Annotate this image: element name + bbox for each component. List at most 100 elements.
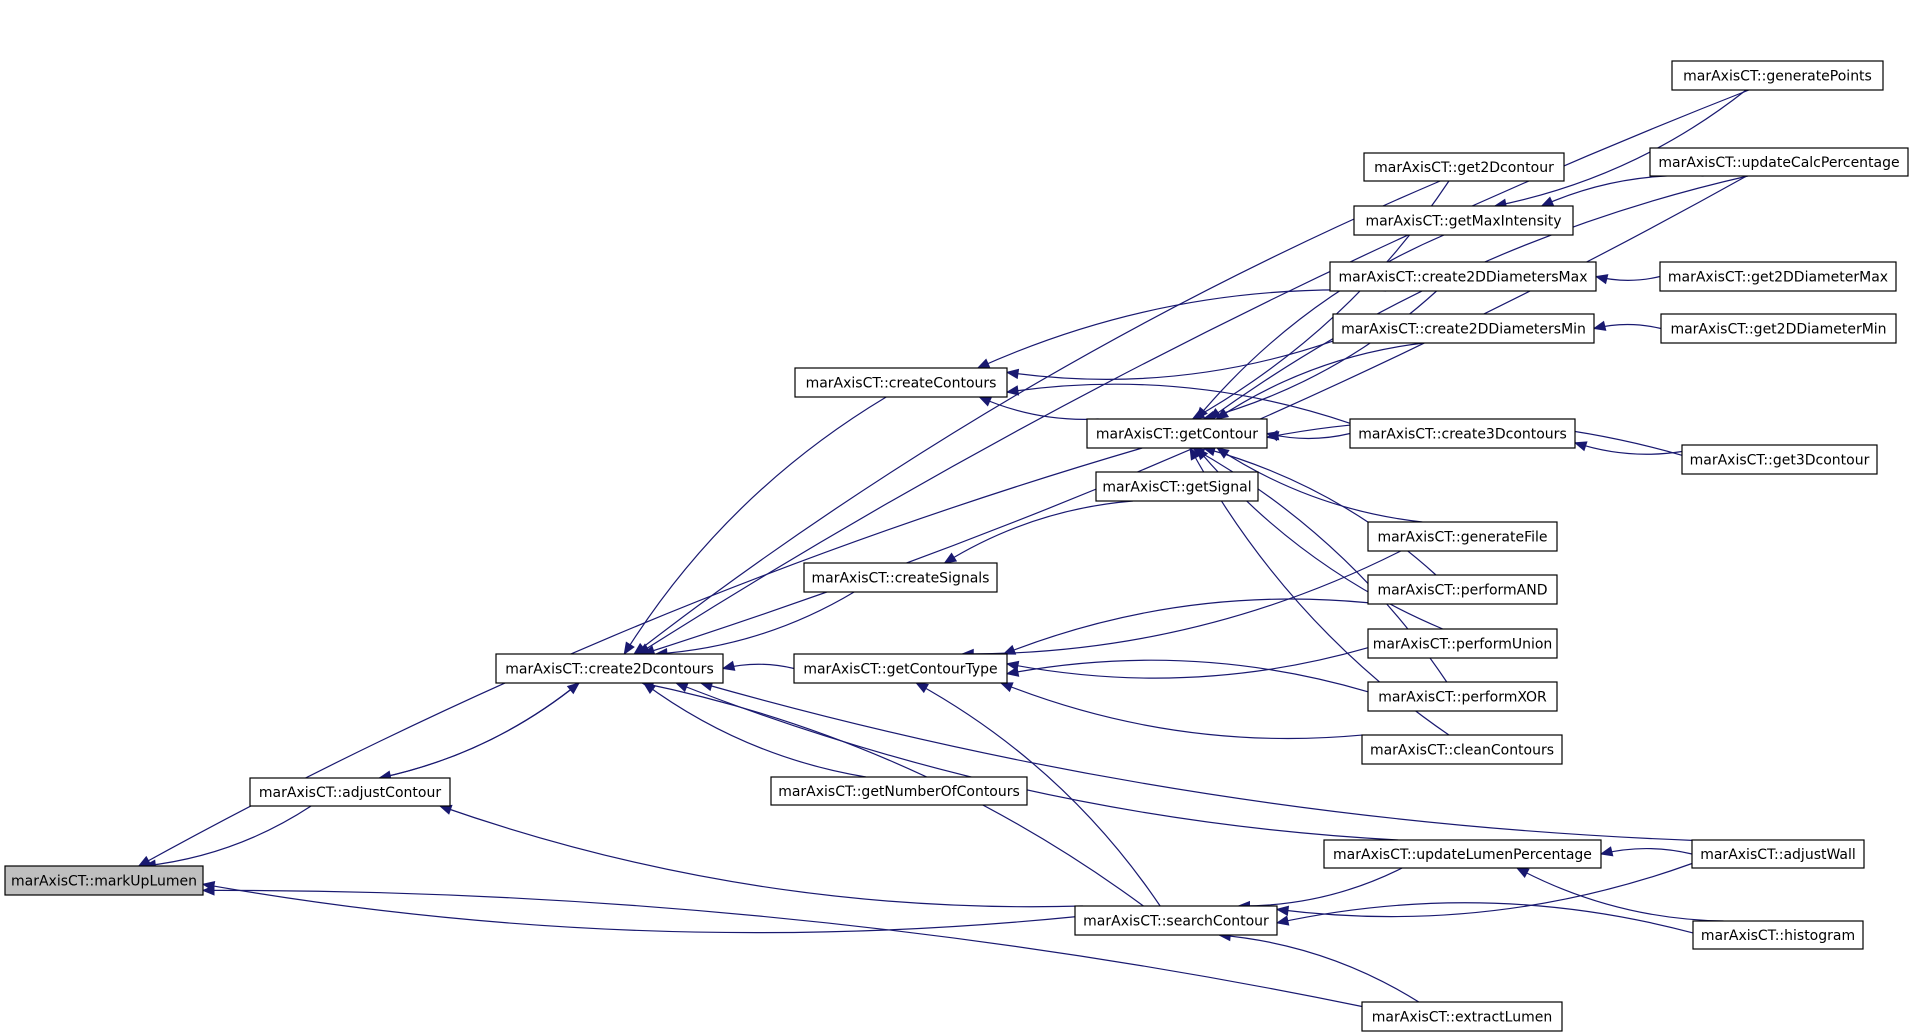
node-label: marAxisCT::generatePoints bbox=[1683, 69, 1872, 85]
edge-line bbox=[1006, 383, 1351, 424]
node-box[interactable] bbox=[1095, 471, 1259, 502]
edge-create2DDiametersMax-to-createContours bbox=[976, 289, 1387, 369]
node-getContourType[interactable]: marAxisCT::getContourType bbox=[793, 653, 1008, 684]
arrowhead-icon bbox=[1005, 368, 1020, 380]
node-histogram[interactable]: marAxisCT::histogram bbox=[1692, 920, 1864, 950]
edge-line bbox=[655, 591, 855, 655]
node-adjustContour[interactable]: marAxisCT::adjustContour bbox=[249, 777, 451, 807]
node-box[interactable] bbox=[495, 653, 724, 684]
node-create2DDiametersMin[interactable]: marAxisCT::create2DDiametersMin bbox=[1332, 313, 1595, 344]
node-box[interactable] bbox=[1681, 444, 1878, 475]
node-label: marAxisCT::performAND bbox=[1378, 583, 1548, 599]
node-box[interactable] bbox=[1367, 681, 1558, 712]
node-box[interactable] bbox=[1367, 574, 1558, 605]
edge-histogram-to-updateLumenPercentage bbox=[1515, 867, 1724, 922]
arrowhead-icon bbox=[999, 682, 1014, 693]
edge-line bbox=[1006, 659, 1369, 693]
node-box[interactable] bbox=[249, 777, 451, 807]
node-markUpLumen[interactable]: marAxisCT::markUpLumen bbox=[4, 865, 204, 896]
node-box[interactable] bbox=[4, 865, 204, 896]
node-getNumberOfContours[interactable]: marAxisCT::getNumberOfContours bbox=[770, 776, 1028, 806]
edge-get2DDiameterMax-to-create2DDiametersMax bbox=[1594, 274, 1661, 285]
edge-line bbox=[1276, 902, 1694, 934]
node-cleanContours[interactable]: marAxisCT::cleanContours bbox=[1361, 734, 1563, 765]
node-box[interactable] bbox=[1353, 205, 1574, 236]
node-box[interactable] bbox=[1332, 313, 1595, 344]
edge-line bbox=[1203, 290, 1437, 420]
node-get2Dcontour[interactable]: marAxisCT::get2Dcontour bbox=[1363, 152, 1565, 182]
node-create2Dcontours[interactable]: marAxisCT::create2Dcontours bbox=[495, 653, 724, 684]
node-label: marAxisCT::performXOR bbox=[1378, 690, 1547, 706]
node-get2DDiameterMax[interactable]: marAxisCT::get2DDiameterMax bbox=[1659, 261, 1897, 292]
node-label: marAxisCT::getContour bbox=[1096, 427, 1258, 443]
edge-searchContour-to-markUpLumen bbox=[201, 881, 1076, 934]
node-box[interactable] bbox=[1086, 418, 1268, 449]
node-generatePoints[interactable]: marAxisCT::generatePoints bbox=[1671, 60, 1884, 91]
arrowhead-icon bbox=[633, 642, 647, 655]
node-box[interactable] bbox=[803, 562, 998, 593]
edge-line bbox=[675, 682, 1399, 841]
node-get3Dcontour[interactable]: marAxisCT::get3Dcontour bbox=[1681, 444, 1878, 475]
node-box[interactable] bbox=[1660, 313, 1897, 344]
node-getContour[interactable]: marAxisCT::getContour bbox=[1086, 418, 1268, 449]
node-updateCalcPercentage[interactable]: marAxisCT::updateCalcPercentage bbox=[1649, 147, 1909, 177]
edge-line bbox=[1494, 89, 1747, 207]
node-searchContour[interactable]: marAxisCT::searchContour bbox=[1074, 905, 1278, 936]
node-box[interactable] bbox=[793, 653, 1008, 684]
node-generateFile[interactable]: marAxisCT::generateFile bbox=[1367, 521, 1558, 552]
node-box[interactable] bbox=[1692, 920, 1864, 950]
node-performXOR[interactable]: marAxisCT::performXOR bbox=[1367, 681, 1558, 712]
arrowhead-icon bbox=[623, 641, 635, 656]
edge-getMaxIntensity-to-getContour bbox=[1195, 234, 1445, 421]
arrowhead-icon bbox=[1208, 408, 1222, 420]
node-box[interactable] bbox=[1659, 261, 1897, 292]
node-box[interactable] bbox=[1649, 147, 1909, 177]
node-box[interactable] bbox=[1329, 261, 1597, 292]
edge-generateFile-to-getContourType bbox=[960, 550, 1402, 660]
node-getSignal[interactable]: marAxisCT::getSignal bbox=[1095, 471, 1259, 502]
node-box[interactable] bbox=[1367, 628, 1558, 659]
node-box[interactable] bbox=[770, 776, 1028, 806]
node-getMaxIntensity[interactable]: marAxisCT::getMaxIntensity bbox=[1353, 205, 1574, 236]
node-box[interactable] bbox=[1323, 839, 1602, 869]
node-label: marAxisCT::generateFile bbox=[1377, 530, 1547, 546]
node-get2DDiameterMin[interactable]: marAxisCT::get2DDiameterMin bbox=[1660, 313, 1897, 344]
node-createContours[interactable]: marAxisCT::createContours bbox=[794, 367, 1008, 398]
edge-line bbox=[643, 682, 867, 778]
edge-line bbox=[944, 500, 1133, 564]
node-label: marAxisCT::adjustWall bbox=[1700, 847, 1856, 863]
node-updateLumenPercentage[interactable]: marAxisCT::updateLumenPercentage bbox=[1323, 839, 1602, 869]
node-box[interactable] bbox=[1349, 418, 1576, 449]
arrowhead-icon bbox=[1599, 846, 1614, 857]
node-create3Dcontours[interactable]: marAxisCT::create3Dcontours bbox=[1349, 418, 1576, 449]
edge-line bbox=[202, 889, 1363, 1008]
arrowhead-icon bbox=[1275, 905, 1290, 916]
node-label: marAxisCT::get3Dcontour bbox=[1690, 453, 1870, 469]
edge-line bbox=[1006, 647, 1369, 679]
edge-line bbox=[623, 396, 887, 655]
node-box[interactable] bbox=[1691, 839, 1865, 869]
edge-performXOR-to-getContourType bbox=[1005, 659, 1369, 693]
node-box[interactable] bbox=[1671, 60, 1884, 91]
node-createSignals[interactable]: marAxisCT::createSignals bbox=[803, 562, 998, 593]
node-box[interactable] bbox=[1363, 152, 1565, 182]
node-performUnion[interactable]: marAxisCT::performUnion bbox=[1367, 628, 1558, 659]
node-create2DDiametersMax[interactable]: marAxisCT::create2DDiametersMax bbox=[1329, 261, 1597, 292]
arrowhead-icon bbox=[1515, 867, 1530, 879]
nodes-layer: marAxisCT::markUpLumen marAxisCT::adjustC… bbox=[4, 60, 1909, 1032]
node-box[interactable] bbox=[1367, 521, 1558, 552]
edge-line bbox=[379, 682, 580, 779]
edge-createContours-to-create2Dcontours bbox=[623, 396, 887, 656]
node-extractLumen[interactable]: marAxisCT::extractLumen bbox=[1361, 1001, 1563, 1032]
node-box[interactable] bbox=[1361, 1001, 1563, 1032]
edge-getContour-to-createContours bbox=[978, 396, 1099, 420]
node-box[interactable] bbox=[1074, 905, 1278, 936]
edge-adjustContour-to-markUpLumen bbox=[142, 805, 312, 870]
node-adjustWall[interactable]: marAxisCT::adjustWall bbox=[1691, 839, 1865, 869]
edge-line bbox=[144, 805, 312, 867]
node-performAND[interactable]: marAxisCT::performAND bbox=[1367, 574, 1558, 605]
node-box[interactable] bbox=[1361, 734, 1563, 765]
edge-histogram-to-searchContour bbox=[1275, 902, 1694, 934]
edge-get3Dcontour-to-create3Dcontours bbox=[1573, 441, 1683, 455]
node-box[interactable] bbox=[794, 367, 1008, 398]
